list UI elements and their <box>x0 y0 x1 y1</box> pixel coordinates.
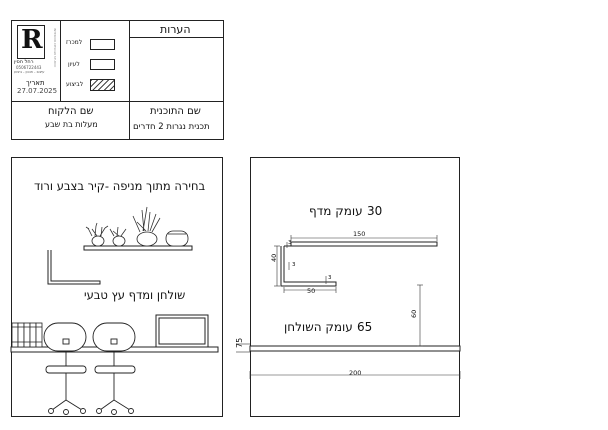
logo-letter: R <box>21 25 43 55</box>
shelf-profile <box>280 241 438 287</box>
dim-150-label: 150 <box>353 230 366 238</box>
logo-tagline: עיצוב - תכנון - ביצוע <box>14 70 45 74</box>
notes-label: הערות <box>160 23 191 36</box>
front-view-frame <box>11 157 223 417</box>
shelf-depth-number: 30 <box>367 204 383 218</box>
binders <box>11 322 43 348</box>
dim-75-line <box>236 343 250 353</box>
dim-50-label: 50 <box>307 287 316 295</box>
plant-pot-small-2 <box>109 226 127 247</box>
dim-60-label: 60 <box>410 309 418 318</box>
dim-40-label: 40 <box>270 253 278 262</box>
dim-75-label: 75 <box>235 337 244 348</box>
dim-200-label: 200 <box>349 369 362 377</box>
client-label: שם הלקוח <box>48 106 94 117</box>
chair-right <box>92 322 136 415</box>
plant-pot-large <box>132 206 161 247</box>
legend-label-review: לעיון <box>68 61 80 68</box>
client-value: מעלות בת שבע <box>45 120 98 129</box>
title-block-divider-v2 <box>60 20 61 101</box>
date-label: תאריך <box>26 79 45 87</box>
title-block-divider-h <box>11 101 224 102</box>
dim-60-line <box>417 284 423 347</box>
logo-phone: 0506722443 <box>16 65 42 70</box>
dim-40-line <box>274 245 280 287</box>
notes-header-line <box>129 37 224 38</box>
plant-pot-small-1 <box>85 222 109 247</box>
legend-box-review <box>90 59 115 70</box>
dim-200-line <box>249 371 461 379</box>
desk-depth-text: עומק השולחן <box>284 320 353 334</box>
shelf-depth-text: עומק מדף <box>309 204 363 218</box>
date-value: 27.07.2025 <box>17 87 58 95</box>
dim-150-line <box>290 235 438 241</box>
dim-3-label-b: 3 <box>292 262 296 268</box>
wall-shelf <box>47 245 193 285</box>
dim-3-label-c: 3 <box>328 275 332 281</box>
dim-50-line <box>283 287 337 293</box>
desk-side <box>249 345 461 352</box>
dim-3-label-a: 3 <box>288 240 292 246</box>
legend-label-execution: לביצוע <box>66 81 84 88</box>
legend-box-execution-hatched <box>90 79 115 91</box>
legend-label-tender: למכרז <box>66 39 83 46</box>
wall-color-heading: בחירה מתוך מניפה -קיר בצבע ורוד <box>34 179 206 193</box>
monitor <box>155 314 209 348</box>
legend-box-tender <box>90 39 115 50</box>
desk-material-text: שולחן ומדף עץ טבעי <box>84 288 186 302</box>
dim-3-marks <box>286 242 327 284</box>
title-block-divider-v <box>129 20 130 140</box>
project-label: שם התוכנית <box>150 106 201 117</box>
side-view-frame <box>250 157 460 417</box>
desk-depth-number: 65 <box>357 320 373 334</box>
chair-left <box>43 322 87 415</box>
project-value: תכנית נגרות 2 חדרים <box>133 122 210 132</box>
logo-name: רחל חסין <box>14 59 34 65</box>
title-block <box>11 20 224 140</box>
empty-pot <box>165 230 189 247</box>
studio-logo: R <box>17 25 45 59</box>
